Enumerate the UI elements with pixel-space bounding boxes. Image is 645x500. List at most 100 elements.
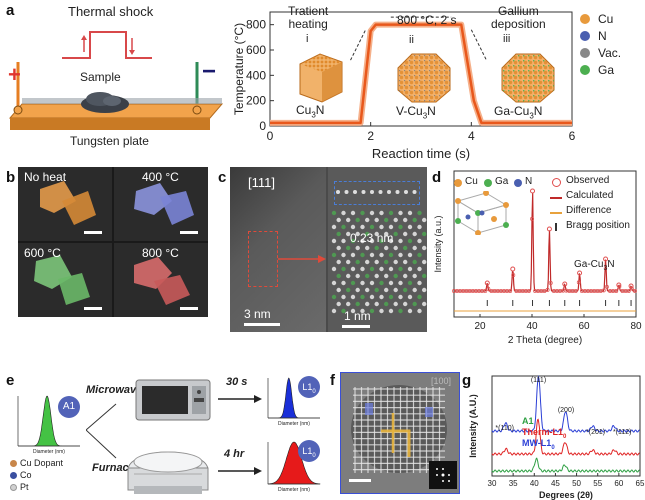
lattice-atom — [388, 308, 394, 314]
lattice-atom — [336, 190, 340, 194]
lattice-atom — [350, 266, 356, 272]
lattice-atom — [398, 294, 403, 300]
lattice-atom — [369, 224, 375, 230]
y-axis-label: Intensity (a.u.) — [433, 215, 443, 272]
y-tick-label: 0 — [259, 119, 266, 133]
dopant-legend: Cu Dopant Co Pt — [10, 458, 84, 494]
lattice-atom — [388, 210, 394, 216]
observed-point — [548, 280, 553, 285]
stage-iii-title: Gallium deposition — [491, 4, 546, 31]
scale-bar — [84, 231, 102, 234]
temperature-line — [270, 23, 572, 125]
heating-arrow — [350, 29, 367, 61]
legend-co: Co — [10, 470, 84, 482]
lattice-atom — [404, 190, 408, 194]
lattice-atom — [407, 266, 413, 272]
x-axis-label: 2 Theta (degree) — [508, 335, 582, 346]
lattice-atom — [374, 287, 379, 293]
lattice-atom — [336, 287, 341, 293]
schematic-drawing — [8, 31, 224, 130]
observed-peak — [562, 281, 568, 287]
observed-point — [530, 216, 534, 221]
lattice-atom — [331, 210, 337, 216]
lattice-atom — [346, 301, 351, 307]
lattice-atom — [422, 301, 427, 307]
observed-peak — [628, 283, 634, 289]
lattice-atom — [350, 280, 356, 286]
lattice-atom — [379, 224, 384, 230]
lattice-atom — [361, 190, 366, 194]
sem-400c: 400 °C — [114, 167, 208, 241]
y-tick-label: 400 — [246, 68, 266, 82]
lattice-atom — [369, 294, 375, 300]
lattice-atom — [398, 238, 403, 244]
observed-peak — [603, 256, 609, 262]
panel-label-g: g — [462, 372, 472, 389]
plot-frame — [269, 11, 573, 127]
lattice-atom — [374, 231, 379, 237]
lattice-atom — [393, 301, 398, 307]
lattice-atom — [384, 217, 389, 223]
panel-label-e: e — [6, 372, 15, 389]
tem-lattice-panel: [100] — [340, 372, 460, 494]
observed-point — [508, 289, 513, 293]
lattice-atom — [341, 210, 346, 216]
observed-point — [573, 289, 578, 293]
lattice-atom — [374, 259, 379, 265]
lattice-atom — [379, 252, 384, 258]
lattice-atom — [384, 245, 389, 251]
observed-point — [511, 273, 516, 278]
lattice-atom — [403, 273, 408, 279]
lattice-atom — [346, 273, 351, 279]
peak-label-201: *(201) — [586, 429, 605, 436]
lattice-atom — [365, 273, 370, 279]
legend-difference: Difference — [550, 205, 642, 220]
lattice-atom — [403, 287, 408, 293]
start-size-distribution: Diameter (nm) — [17, 395, 80, 454]
lattice-atom — [369, 280, 375, 286]
microwave-label: Microwave — [86, 384, 143, 396]
lattice-atom — [398, 308, 403, 314]
lattice-atom — [355, 273, 360, 279]
lattice-atom — [331, 280, 337, 286]
peak-label-112: *(112) — [613, 429, 632, 436]
lattice-atom — [355, 287, 360, 293]
observed-point — [629, 286, 634, 291]
lattice-atom — [417, 294, 422, 300]
lattice-atom — [355, 217, 360, 223]
sem-label-400: 400 °C — [142, 170, 179, 184]
scale-bar-3nm — [244, 323, 280, 326]
peak-label-200: (200) — [558, 407, 574, 414]
lattice-atom — [365, 245, 370, 251]
x-tick-label: 45 — [551, 479, 560, 488]
lattice-atom — [360, 252, 365, 258]
observed-point — [604, 284, 609, 289]
lattice-atom — [384, 259, 389, 265]
cube-crystal-iii — [501, 53, 555, 103]
lattice-atom — [370, 190, 374, 194]
lattice-atom — [384, 287, 389, 293]
lattice-atom — [355, 259, 360, 265]
lattice-atom — [417, 210, 422, 216]
lattice-atom — [369, 252, 375, 258]
lattice-atom — [360, 266, 365, 272]
lattice-atom — [350, 252, 356, 258]
lattice-atom — [407, 280, 413, 286]
sem-grid: No heat 400 °C 600 °C 800 °C — [18, 167, 208, 317]
lattice-atom — [417, 280, 422, 286]
minus-sign: − — [202, 58, 217, 85]
lattice-atom — [398, 224, 403, 230]
stage-i-title: Tratient heating — [288, 4, 329, 31]
hrtem-panel: [111] 3 nm 0.23 nm 1 nm — [230, 167, 427, 332]
legend-cu-dopant: Cu Dopant — [10, 458, 84, 470]
thermal-shock-title: Thermal shock — [68, 4, 154, 19]
microwave-oven — [135, 379, 211, 421]
l10-badge-top: L10 — [298, 376, 320, 398]
lattice-atom — [341, 280, 346, 286]
sem-600c: 600 °C — [18, 243, 112, 317]
lattice-atom — [331, 294, 337, 300]
x-axis-label: Diameter (nm) — [278, 421, 310, 426]
lattice-atom — [379, 308, 384, 314]
lattice-atom — [422, 287, 427, 293]
lattice-atom — [417, 266, 422, 272]
